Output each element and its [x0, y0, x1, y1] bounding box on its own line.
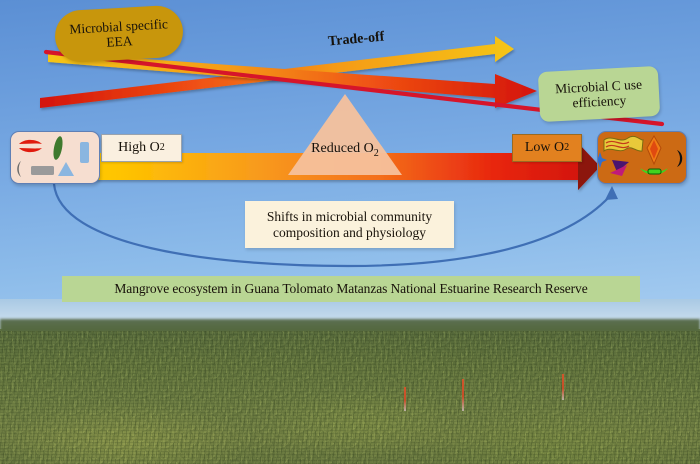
orange-diamond-core-icon: [650, 140, 658, 159]
low-o2-subscript: 2: [564, 142, 570, 154]
reduced-oxygen-label: Reduced O2: [284, 141, 406, 159]
microbial-community-low-o2: [597, 131, 687, 184]
microbial-c-use-efficiency-label: Microbial C use efficiency: [537, 65, 661, 123]
community-shift-caption: Shifts in microbial community compositio…: [245, 201, 454, 248]
eea-text: Microbial specific EEA: [68, 16, 169, 50]
reduced-oxygen-triangle: [288, 94, 402, 175]
red-crescent-icon: [19, 148, 42, 153]
low-o2-text: Low O: [524, 140, 565, 156]
high-o2-subscript: 2: [159, 142, 165, 154]
mangrove-photograph: [0, 299, 700, 464]
gray-rectangle-icon: [31, 166, 54, 175]
gray-crescent-icon: [17, 161, 21, 177]
shifts-text: Shifts in microbial community compositio…: [266, 209, 433, 240]
blue-rectangle-icon: [80, 142, 89, 163]
site-banner: Mangrove ecosystem in Guana Tolomato Mat…: [62, 276, 640, 302]
microbial-community-high-o2: [10, 131, 100, 184]
right-microbe-glyphs: [598, 135, 683, 176]
filament-stripes-icon: [605, 140, 630, 149]
magenta-triangle-icon: [610, 165, 627, 176]
green-rod-icon: [53, 136, 63, 160]
banner-text: Mangrove ecosystem in Guana Tolomato Mat…: [114, 281, 588, 297]
reduced-o2-subscript: 2: [373, 147, 379, 159]
left-microbe-glyphs: [17, 136, 89, 177]
high-o2-text: High O: [118, 140, 160, 156]
cue-text: Microbial C use efficiency: [554, 76, 643, 111]
black-crescent-icon: [677, 150, 683, 167]
purple-triangle-icon: [612, 160, 629, 172]
photo-foliage-texture: [0, 331, 700, 464]
survey-stake: [404, 387, 406, 411]
red-crescent-icon: [19, 139, 42, 144]
blue-triangle-icon: [58, 162, 74, 176]
photo-mangrove-field: [0, 331, 700, 464]
survey-stake: [462, 379, 464, 411]
microbial-specific-eea-label: Microbial specific EEA: [53, 4, 185, 64]
blue-sparkle-icon: [598, 152, 607, 168]
reduced-o2-text: Reduced O: [311, 141, 374, 156]
photo-foliage-texture-detail: [0, 331, 700, 464]
green-capsule-body-icon: [647, 168, 662, 175]
survey-stake: [562, 374, 564, 400]
